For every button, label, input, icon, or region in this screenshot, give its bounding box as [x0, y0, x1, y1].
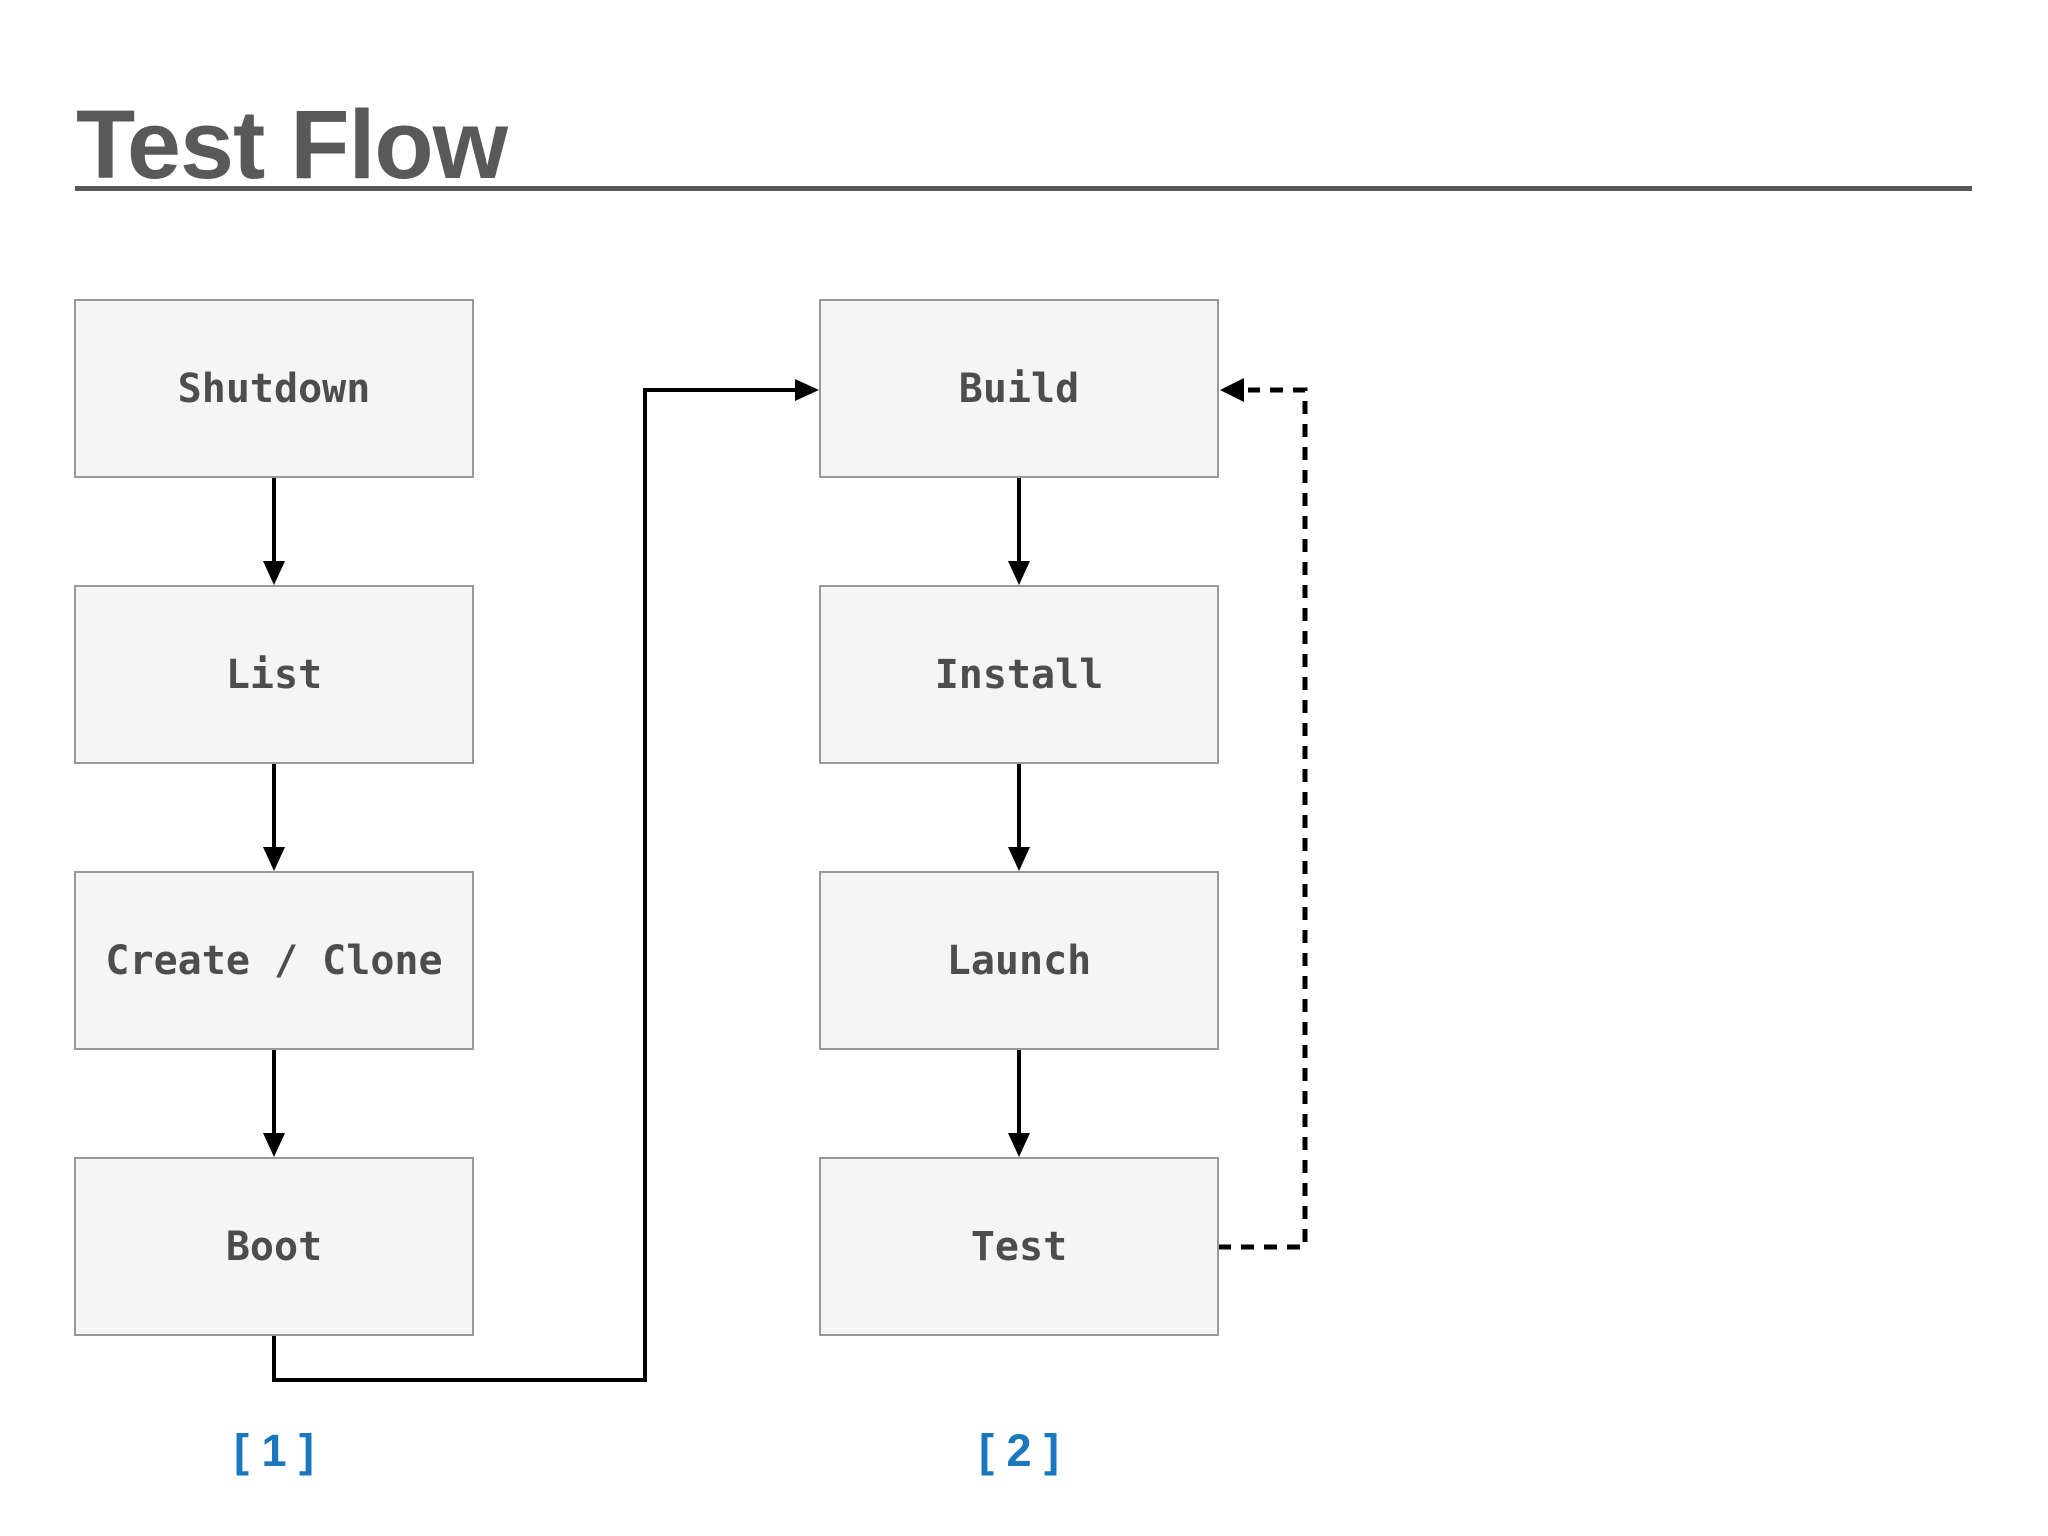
- edge-shutdown-to-list: [263, 478, 285, 585]
- node-install: Install: [819, 585, 1219, 764]
- node-build: Build: [819, 299, 1219, 478]
- edge-launch-to-test: [1008, 1050, 1030, 1157]
- edge-install-to-launch: [1008, 764, 1030, 871]
- edge-test-to-build-dashed: [1218, 378, 1308, 1250]
- edge-boot-to-build: [272, 379, 819, 1382]
- edge-list-to-createclone: [263, 764, 285, 871]
- node-launch: Launch: [819, 871, 1219, 1050]
- node-boot: Boot: [74, 1157, 474, 1336]
- node-test: Test: [819, 1157, 1219, 1336]
- footnote-column-2: [ 2 ]: [978, 1425, 1059, 1476]
- edge-build-to-install: [1008, 478, 1030, 585]
- title-underline: [75, 186, 1972, 191]
- node-shutdown: Shutdown: [74, 299, 474, 478]
- page-title: Test Flow: [76, 90, 508, 199]
- node-create-clone: Create / Clone: [74, 871, 474, 1050]
- edge-createclone-to-boot: [263, 1050, 285, 1157]
- node-list: List: [74, 585, 474, 764]
- footnote-column-1: [ 1 ]: [233, 1425, 314, 1476]
